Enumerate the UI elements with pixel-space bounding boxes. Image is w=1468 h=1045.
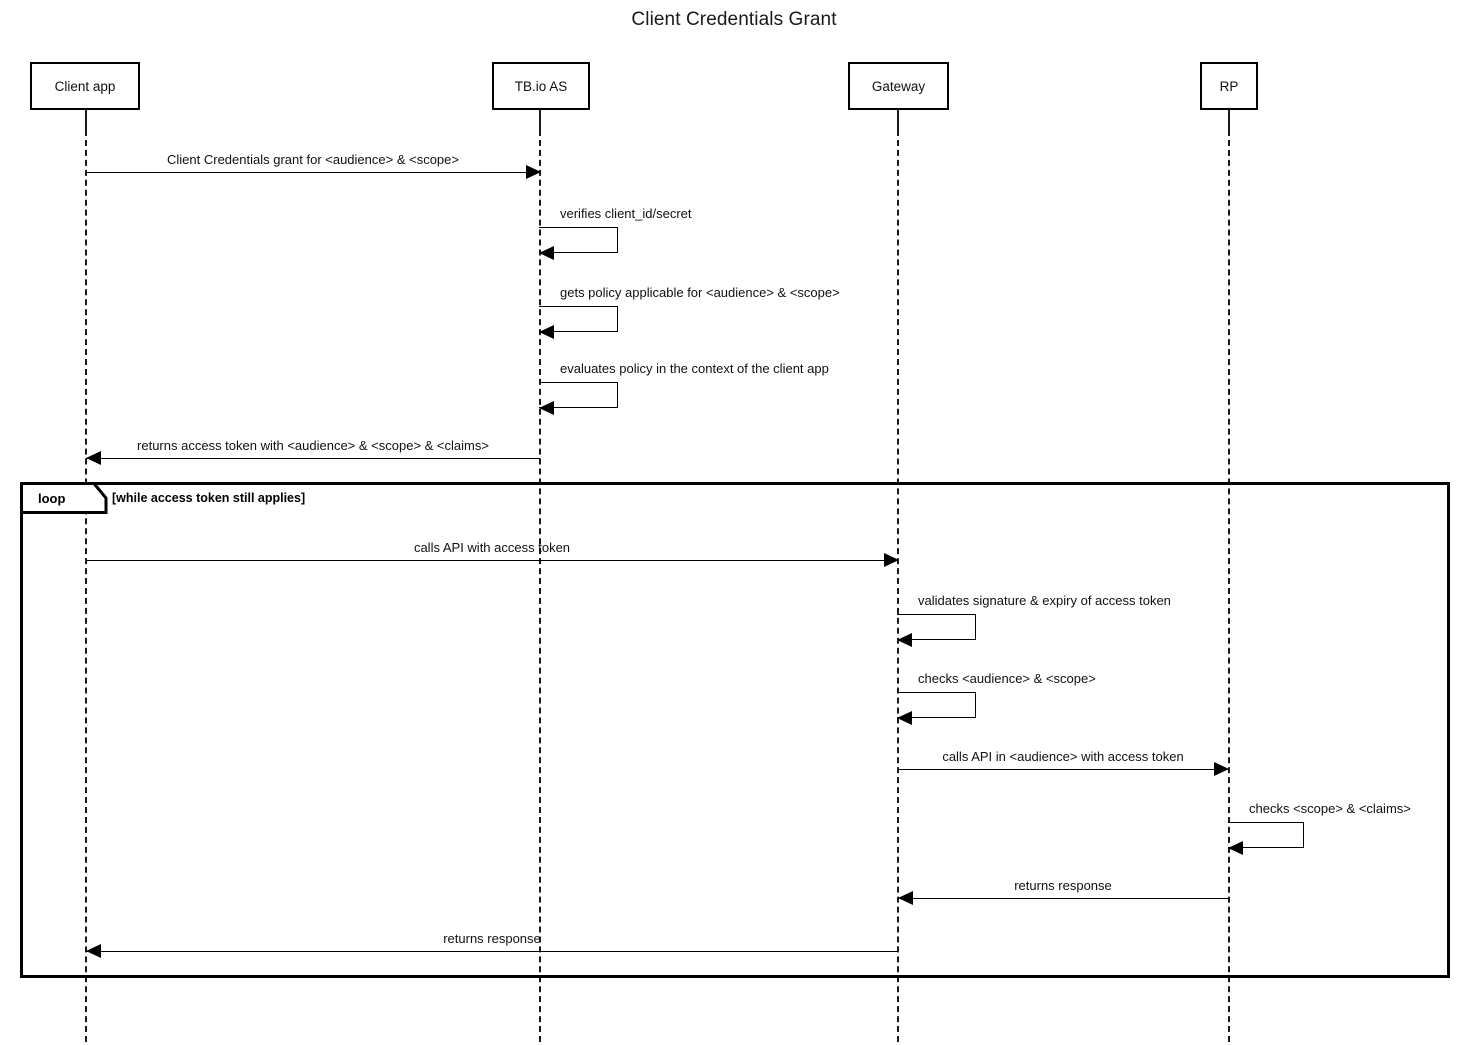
- message-label-m9: calls API in <audience> with access toke…: [942, 749, 1184, 764]
- message-line-m9: [898, 769, 1228, 770]
- selfcall-box-m10: [1228, 822, 1304, 848]
- message-label-m12: returns response: [443, 931, 541, 946]
- message-label-m8: checks <audience> & <scope>: [918, 671, 1096, 686]
- message-line-m12: [86, 951, 898, 952]
- message-arrowhead-m12: [86, 944, 101, 958]
- message-label-m4: evaluates policy in the context of the c…: [560, 361, 829, 376]
- message-arrowhead-m7: [897, 633, 912, 647]
- loop-fragment-label: loop: [38, 491, 66, 506]
- message-label-m2: verifies client_id/secret: [560, 206, 692, 221]
- participant-box-rp[interactable]: RP: [1200, 62, 1258, 110]
- message-arrowhead-m6: [884, 553, 899, 567]
- message-arrowhead-m9: [1214, 762, 1229, 776]
- lifeline-head-client-app: [85, 110, 87, 132]
- participant-label-client-app: Client app: [54, 78, 116, 94]
- participant-box-tbio-as[interactable]: TB.io AS: [492, 62, 590, 110]
- message-arrowhead-m3: [539, 325, 554, 339]
- participant-box-gateway[interactable]: Gateway: [848, 62, 949, 110]
- lifeline-client-app: [85, 130, 87, 1042]
- message-line-m5: [86, 458, 540, 459]
- message-label-m1: Client Credentials grant for <audience> …: [167, 152, 459, 167]
- participant-label-gateway: Gateway: [871, 78, 926, 94]
- message-arrowhead-m8: [897, 711, 912, 725]
- selfcall-box-m7: [897, 614, 976, 640]
- message-arrowhead-m5: [86, 451, 101, 465]
- lifeline-head-gateway: [897, 110, 899, 132]
- selfcall-box-m4: [539, 382, 618, 408]
- message-label-m11: returns response: [1014, 878, 1112, 893]
- participant-box-client-app[interactable]: Client app: [30, 62, 140, 110]
- message-label-m5: returns access token with <audience> & <…: [137, 438, 489, 453]
- selfcall-box-m8: [897, 692, 976, 718]
- lifeline-rp: [1228, 130, 1230, 1042]
- loop-fragment: [20, 482, 1450, 978]
- selfcall-box-m3: [539, 306, 618, 332]
- message-arrowhead-m1: [526, 165, 541, 179]
- lifeline-gateway: [897, 130, 899, 1042]
- loop-fragment-condition: [while access token still applies]: [112, 491, 306, 505]
- message-arrowhead-m2: [539, 246, 554, 260]
- message-line-m6: [86, 560, 898, 561]
- lifeline-head-rp: [1228, 110, 1230, 132]
- participant-label-rp: RP: [1219, 78, 1239, 94]
- message-label-m3: gets policy applicable for <audience> & …: [560, 285, 840, 300]
- message-line-m11: [898, 898, 1228, 899]
- message-line-m1: [86, 172, 540, 173]
- message-label-m7: validates signature & expiry of access t…: [918, 593, 1171, 608]
- message-arrowhead-m10: [1228, 841, 1243, 855]
- lifeline-tbio-as: [539, 130, 541, 1042]
- loop-fragment-tab-shape: [20, 482, 108, 514]
- message-label-m6: calls API with access token: [413, 540, 571, 555]
- participant-label-tbio-as: TB.io AS: [514, 78, 568, 94]
- message-label-m10: checks <scope> & <claims>: [1249, 801, 1411, 816]
- message-arrowhead-m4: [539, 401, 554, 415]
- page-title: Client Credentials Grant: [631, 9, 837, 30]
- selfcall-box-m2: [539, 227, 618, 253]
- message-arrowhead-m11: [898, 891, 913, 905]
- lifeline-head-tbio-as: [539, 110, 541, 132]
